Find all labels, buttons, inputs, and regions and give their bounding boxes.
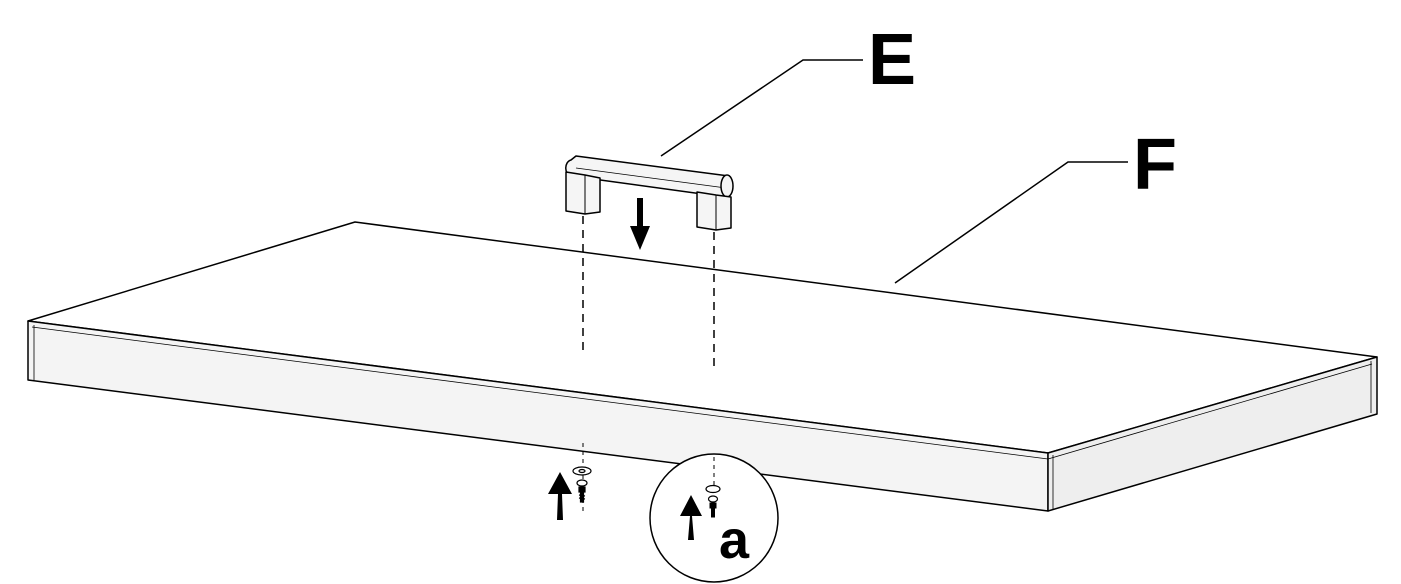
leader-lines xyxy=(660,59,1128,284)
handle-right-leg xyxy=(696,191,732,231)
arrow-down-icon xyxy=(630,198,650,250)
detail-circle: a xyxy=(649,453,779,583)
label-f: F xyxy=(1133,125,1177,205)
washer-icon xyxy=(707,495,719,503)
leader-line-f xyxy=(894,161,1128,284)
arrow-up-icon xyxy=(680,495,702,540)
arrow-up-icon xyxy=(548,472,572,520)
handle-bar-edge xyxy=(575,167,727,189)
washer-icon xyxy=(576,479,588,487)
handle-bar-end xyxy=(720,174,734,198)
label-a: a xyxy=(719,510,750,570)
screw-assembly-left xyxy=(572,466,592,503)
screw-icon xyxy=(709,502,717,518)
panel-bevel-line xyxy=(1047,363,1373,460)
panel-side-face xyxy=(1047,356,1378,512)
screw-icon xyxy=(578,486,586,503)
panel-f xyxy=(27,221,1378,512)
handle-e xyxy=(565,155,734,231)
leader-line-e xyxy=(660,59,863,157)
washer-icon xyxy=(705,484,721,494)
panel-bevel-line xyxy=(31,326,1049,460)
label-e: E xyxy=(868,20,916,100)
handle-left-leg xyxy=(565,171,601,215)
